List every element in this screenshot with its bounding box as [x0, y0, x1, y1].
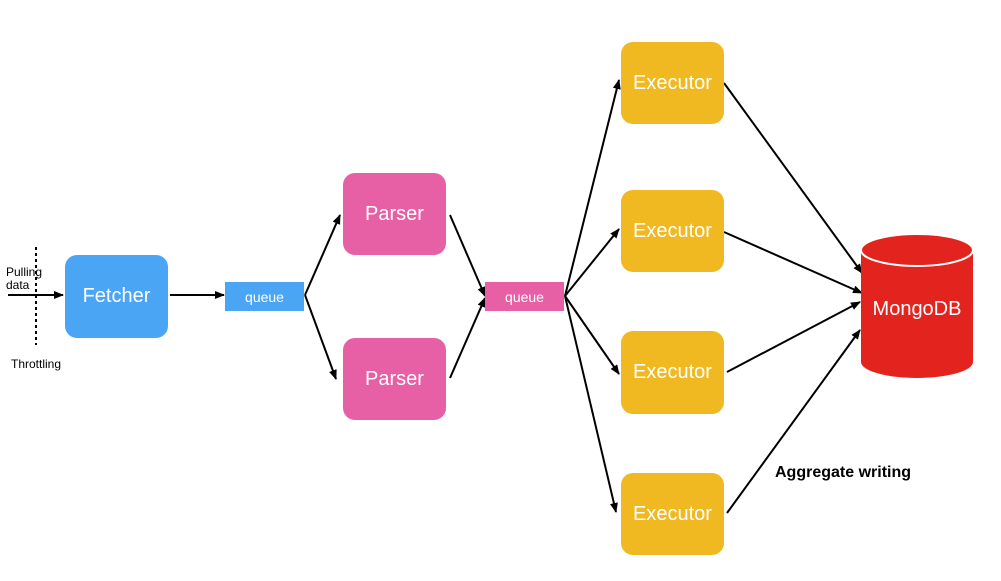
- edge-parser-top-to-queue: [449, 214, 486, 297]
- pulling-label-line1: Pulling: [6, 265, 43, 279]
- parse-queue-node: queue: [485, 282, 564, 311]
- executor-node-4: Executor: [621, 473, 724, 555]
- edge-executor-4-to-db: [726, 329, 861, 514]
- parser-node-bottom: Parser: [343, 338, 446, 420]
- mongodb-cylinder: [860, 233, 974, 378]
- edge-queue-to-executor-4: [564, 295, 618, 513]
- pulling-label-line2: data: [6, 278, 30, 292]
- edge-queue-to-executor-2: [564, 228, 620, 297]
- edge-queue-to-parser-bottom: [304, 294, 337, 380]
- edge-executor-3-to-db: [726, 301, 861, 373]
- parser-node-top: Parser: [343, 173, 446, 255]
- fetch-queue-node: queue: [225, 282, 304, 311]
- executor-node-3: Executor: [621, 331, 724, 414]
- edge-queue-to-executor-1: [564, 79, 621, 297]
- aggregate-writing-label: Aggregate writing: [775, 464, 912, 481]
- edge-parser-bottom-to-queue: [449, 297, 486, 379]
- mongodb-label: MongoDB: [872, 297, 962, 320]
- throttling-label: Throttling: [11, 357, 62, 371]
- pulling-data-label: Pulling data: [6, 266, 42, 292]
- edge-executor-2-to-db: [723, 231, 863, 294]
- edge-executor-1-to-db: [723, 82, 863, 274]
- executor-node-1: Executor: [621, 42, 724, 124]
- edge-queue-to-executor-3: [564, 295, 620, 375]
- edge-queue-to-parser-top: [304, 214, 341, 296]
- fetcher-node: Fetcher: [65, 255, 168, 338]
- executor-node-2: Executor: [621, 190, 724, 272]
